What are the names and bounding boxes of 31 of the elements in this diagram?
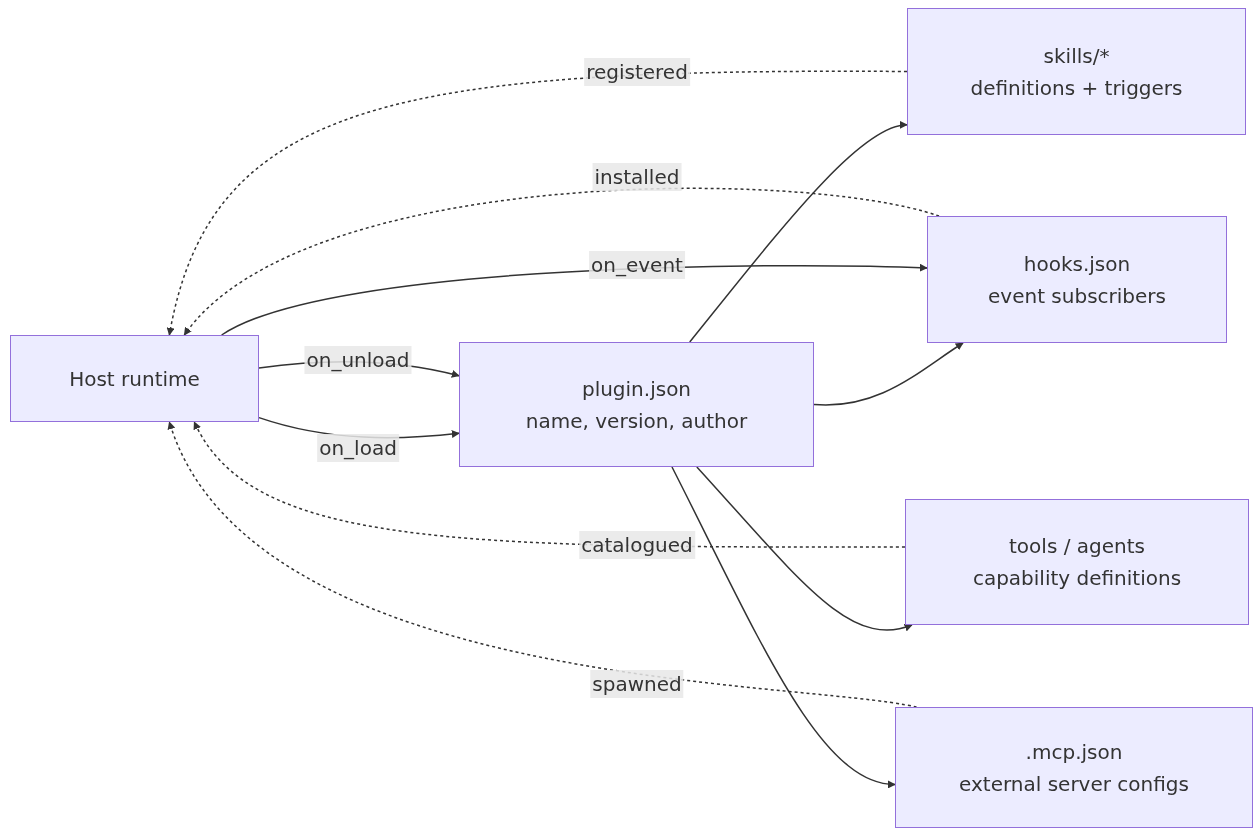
process-box: [905, 499, 1249, 625]
process-box: [10, 335, 259, 422]
edge-label: on_load: [317, 434, 399, 462]
node-description: definitions + triggers: [970, 74, 1183, 102]
node-title: plugin.json: [581, 375, 692, 403]
node-title: hooks.json: [1023, 250, 1131, 278]
node-description: external server configs: [959, 770, 1189, 798]
node-title: tools / agents: [1009, 533, 1145, 560]
node-description: name, version, author: [525, 407, 748, 435]
process-box: [907, 8, 1246, 135]
dashed-arrow: [168, 421, 918, 708]
arrow: [696, 466, 913, 631]
node-label: Host runtime: [69, 365, 200, 393]
node-title: skills/*: [1043, 42, 1110, 70]
node-description: capability definitions: [972, 565, 1182, 592]
edge-label: catalogued: [579, 531, 695, 559]
edge-label: spawned: [590, 670, 684, 698]
arrow: [689, 122, 908, 343]
node-title: .mcp.json: [1025, 738, 1123, 766]
arrow: [671, 466, 896, 788]
dashed-arrow: [183, 187, 940, 336]
arrow: [813, 342, 964, 406]
process-box: [895, 707, 1253, 828]
process-box: [459, 342, 814, 467]
edge-label: on_unload: [304, 346, 412, 374]
edge-label: registered: [584, 58, 690, 86]
dashed-arrow: [167, 70, 908, 336]
edge-label: installed: [592, 163, 682, 191]
node-description: event subscribers: [988, 282, 1166, 310]
edge-label: on_event: [589, 251, 685, 279]
process-box: [927, 216, 1227, 343]
